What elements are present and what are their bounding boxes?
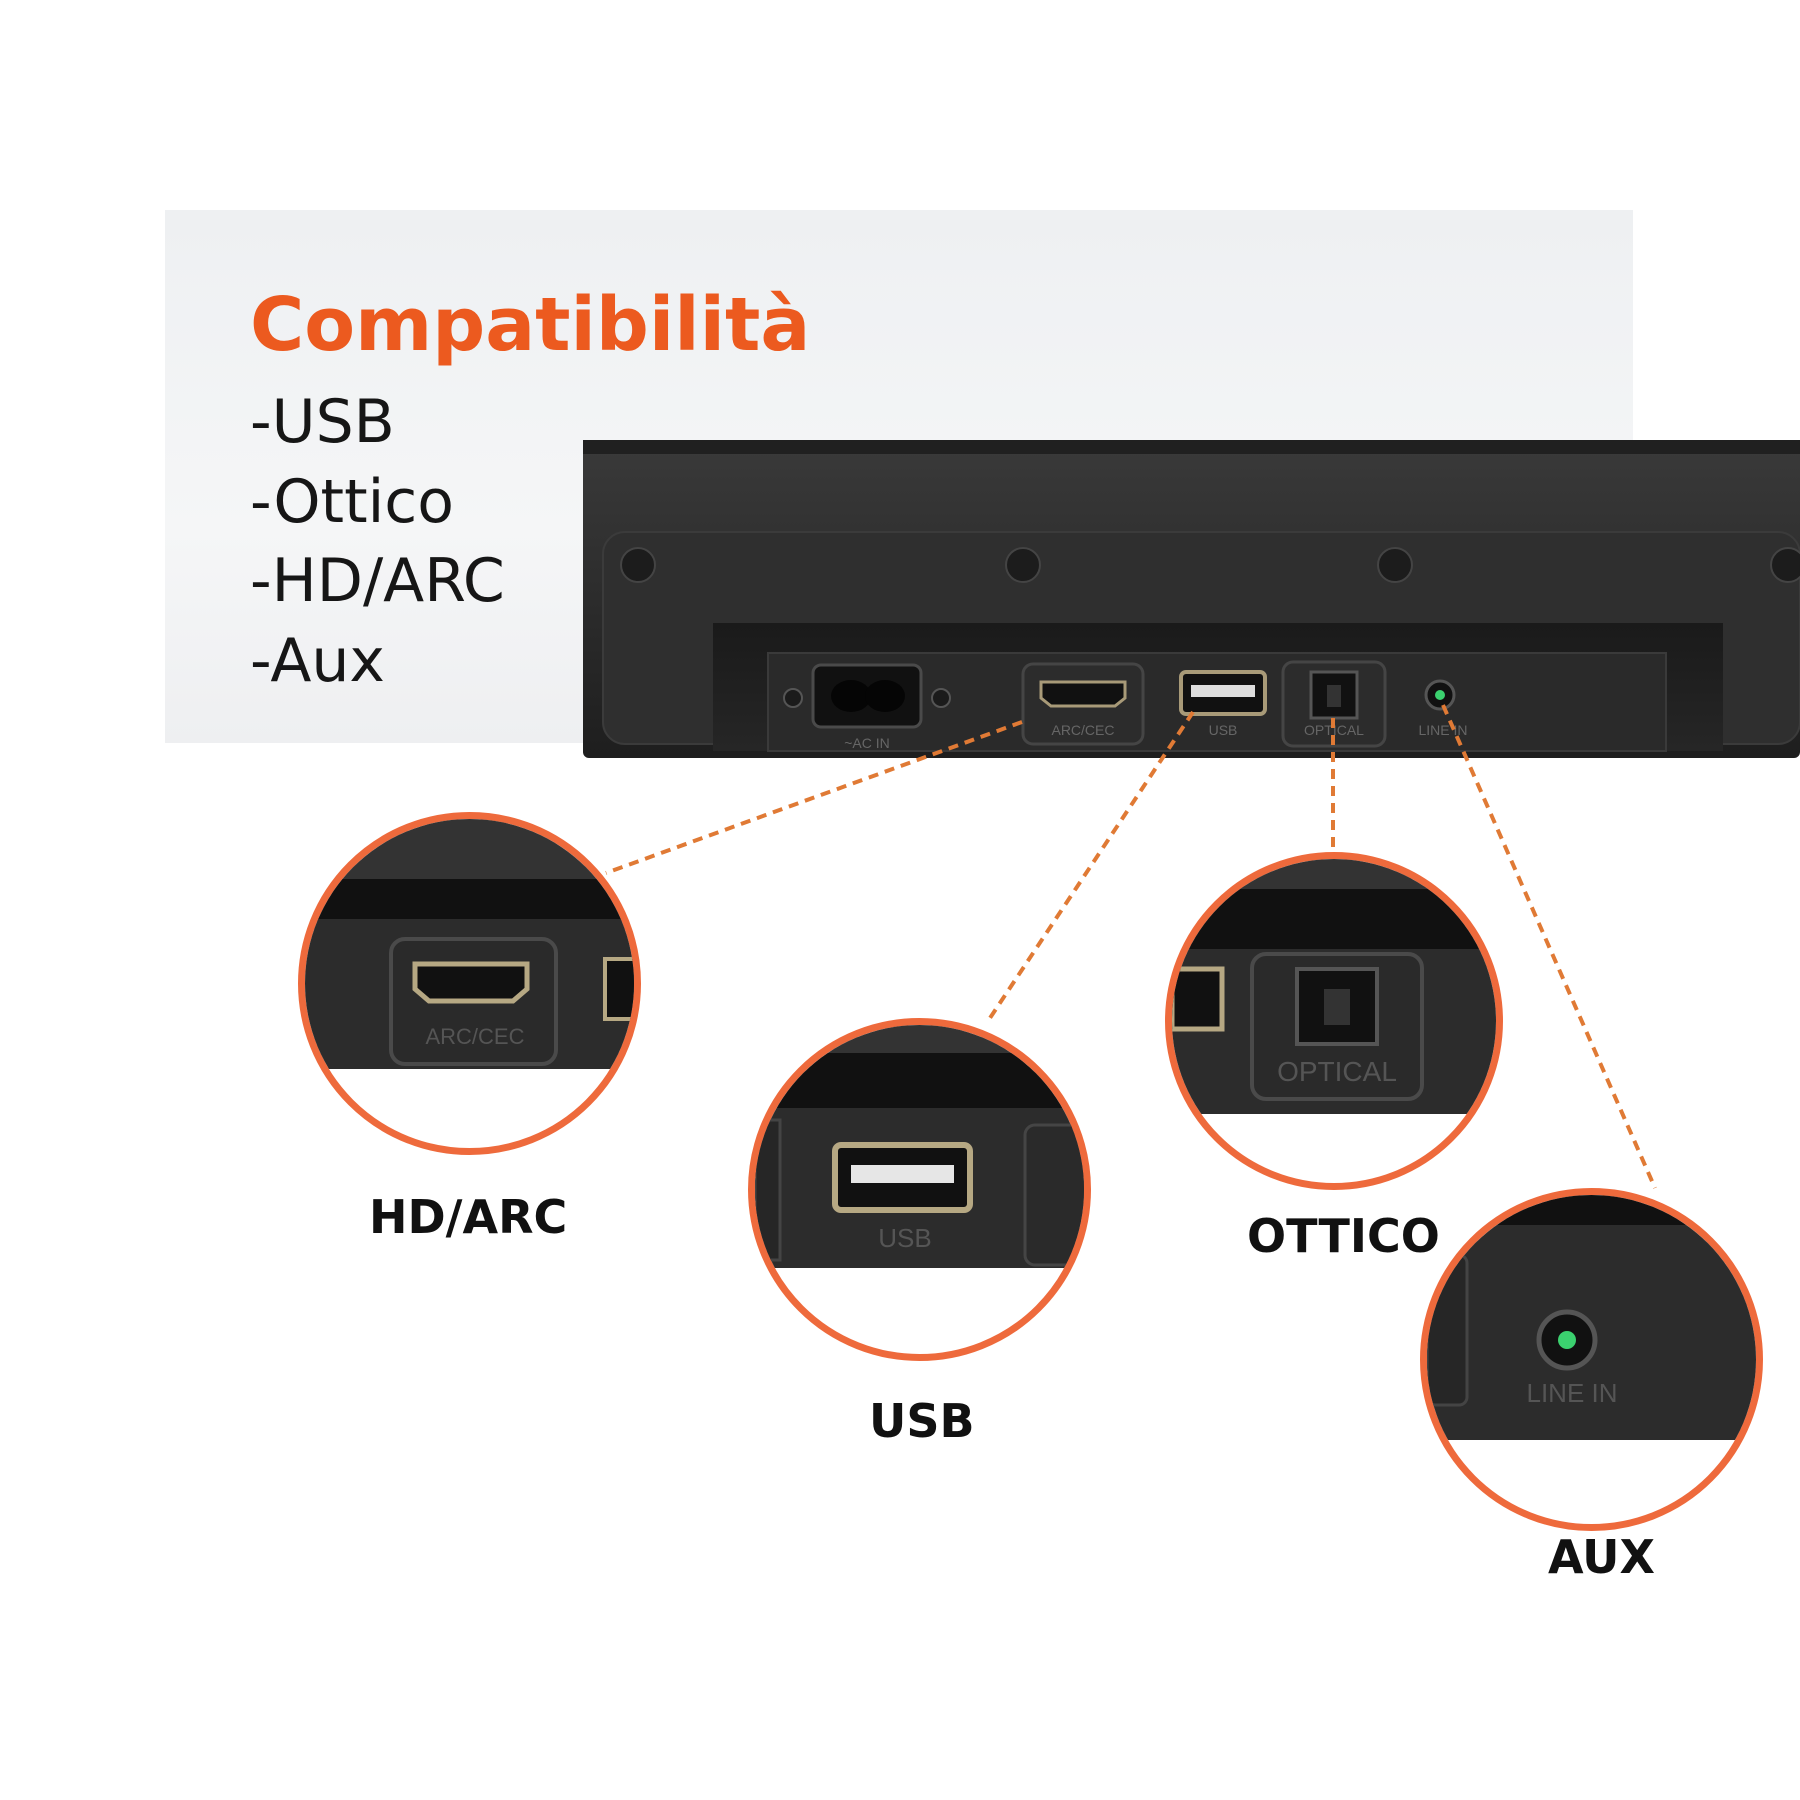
- compatibility-title: Compatibilità: [250, 282, 811, 368]
- ac-in-label: ~AC IN: [844, 735, 890, 751]
- compat-item-aux: -Aux: [250, 626, 385, 696]
- zoom-line-in-label: LINE IN: [1526, 1378, 1617, 1408]
- port-label-usb: USB: [869, 1394, 975, 1448]
- ac-in-port-icon: [783, 663, 951, 729]
- compat-item-usb: -USB: [250, 387, 395, 457]
- zoom-hdmi-label: ARC/CEC: [425, 1024, 524, 1049]
- port-label-hdarc: HD/ARC: [369, 1190, 568, 1244]
- port-label-ottico: OTTICO: [1247, 1209, 1440, 1263]
- usb-device-label: USB: [1209, 722, 1238, 738]
- port-label-aux: AUX: [1548, 1530, 1656, 1584]
- zoom-circle-aux: LINE IN: [1420, 1188, 1763, 1531]
- soundbar-rear-image: ~AC IN ARC/CEC USB OPTICAL LINE IN: [583, 440, 1800, 758]
- optical-device-label: OPTICAL: [1304, 722, 1364, 738]
- compat-item-ottico: -Ottico: [250, 467, 454, 537]
- zoom-circle-usb: USB: [748, 1018, 1091, 1361]
- zoom-circle-hdarc: ARC/CEC: [298, 812, 641, 1155]
- zoom-circle-ottico: OPTICAL: [1165, 852, 1503, 1190]
- optical-port-icon: [1281, 660, 1387, 748]
- line-in-port-icon: [1424, 679, 1456, 711]
- usb-port-icon: [1179, 670, 1267, 716]
- hdmi-device-label: ARC/CEC: [1051, 722, 1114, 738]
- line-in-device-label: LINE IN: [1418, 722, 1467, 738]
- zoom-usb-label: USB: [878, 1223, 931, 1253]
- compat-item-hdarc: -HD/ARC: [250, 546, 505, 616]
- zoom-optical-label: OPTICAL: [1277, 1056, 1397, 1087]
- screw-icon: [620, 547, 1800, 583]
